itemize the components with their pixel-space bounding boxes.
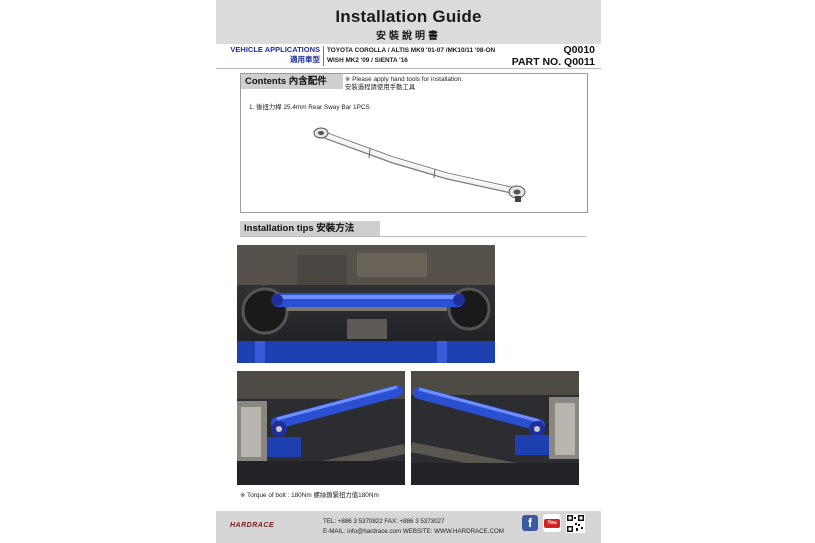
youtube-icon-label: You <box>544 519 560 528</box>
header-rule <box>216 68 601 69</box>
install-photo-overview <box>237 245 495 363</box>
vehicle-applications-label: VEHICLE APPLICATIONS 適用車型 <box>230 45 320 65</box>
contents-box: Contents 內含配件 ※ Please apply hand tools … <box>240 73 588 213</box>
hardrace-logo: HARDRACE <box>230 522 275 529</box>
install-photo-overview-drawing <box>237 245 495 363</box>
sway-bar-image <box>313 127 526 202</box>
install-photo-right-drawing <box>411 371 579 485</box>
hand-tools-note-en: ※ Please apply hand tools for installati… <box>345 76 463 83</box>
part-number: Q0010 PART NO. Q0011 <box>512 44 595 68</box>
contact-tel-fax: TEL: +886 3 5370822 FAX: +886 3 5373027 <box>323 518 445 525</box>
contents-item-1: 1. 後扭力桿 25.4mm Rear Sway Bar 1PCS <box>249 104 370 111</box>
install-photo-right <box>411 371 579 485</box>
facebook-icon[interactable]: f <box>522 515 538 531</box>
vehicle-models: TOYOTA COROLLA / ALTIS MK9 '01-07 /MK10/… <box>327 46 517 66</box>
vehicle-label-en: VEHICLE APPLICATIONS <box>230 45 320 54</box>
contact-info: TEL: +886 3 5370822 FAX: +886 3 5373027 … <box>323 517 504 537</box>
page-subtitle: 安裝說明書 <box>376 31 441 42</box>
install-photo-left <box>237 371 405 485</box>
footer: HARDRACE TEL: +886 3 5370822 FAX: +886 3… <box>216 511 601 543</box>
tips-rule <box>240 236 586 237</box>
hand-tools-note-zh: 安裝過程請使用手動工具 <box>345 84 416 91</box>
vehicle-models-line1: TOYOTA COROLLA / ALTIS MK9 '01-07 /MK10/… <box>327 47 496 54</box>
vehicle-models-line2: WISH MK2 '09 / SIENTA '16 <box>327 57 408 64</box>
install-photo-left-drawing <box>237 371 405 485</box>
header-banner: Installation Guide 安裝說明書 <box>216 0 601 44</box>
contents-heading: Contents 內含配件 <box>241 74 343 89</box>
installation-guide-page: Installation Guide 安裝說明書 VEHICLE APPLICA… <box>216 0 601 543</box>
part-number-top: Q0010 <box>563 44 595 56</box>
hand-tools-note: ※ Please apply hand tools for installati… <box>345 76 463 92</box>
qr-code-icon[interactable] <box>566 514 585 533</box>
youtube-icon[interactable]: You <box>543 514 561 532</box>
vehicle-divider <box>323 46 324 66</box>
part-number-bottom: PART NO. Q0011 <box>511 56 595 68</box>
page-title: Installation Guide <box>335 7 482 26</box>
torque-note: ※ Torque of bolt : 180Nm 螺絲鎖緊扭力值180Nm <box>240 492 379 499</box>
installation-tips-heading: Installation tips 安裝方法 <box>240 221 380 236</box>
vehicle-label-zh: 適用車型 <box>290 55 320 64</box>
contact-email-web[interactable]: E-MAIL: info@hardrace.com WEBSITE: WWW.H… <box>323 528 504 535</box>
